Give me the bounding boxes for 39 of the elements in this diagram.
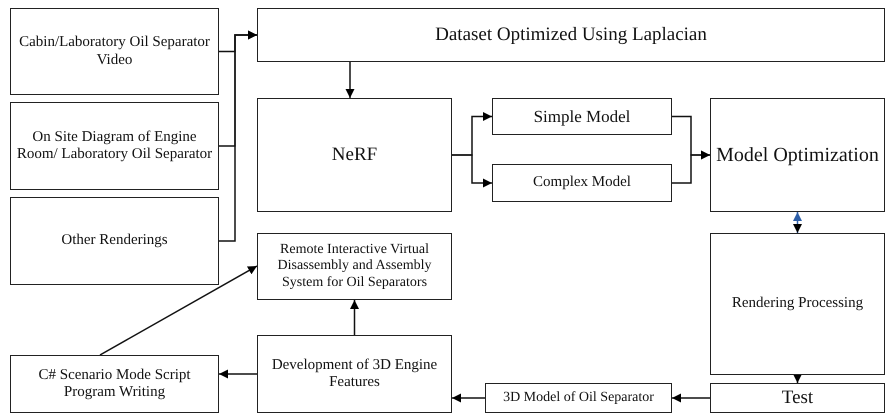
- process-box: [257, 233, 452, 300]
- box-label: Dataset Optimized Using Laplacian: [435, 24, 707, 46]
- process-box: [10, 8, 219, 95]
- arrow: [346, 62, 354, 98]
- box-label: Simple Model: [534, 106, 630, 126]
- box-label: Complex Model: [533, 174, 631, 192]
- process-box: [10, 355, 219, 413]
- arrow: [793, 212, 802, 233]
- box-label: 3D Model of Oil Separator: [503, 390, 654, 406]
- arrow: [452, 394, 485, 402]
- box-label: Test: [782, 387, 814, 409]
- box-label: C# Scenario Mode Script Program Writing: [37, 366, 192, 402]
- arrow: [793, 374, 802, 383]
- process-box: [257, 98, 452, 212]
- process-box: [492, 164, 672, 202]
- process-box: [485, 383, 672, 413]
- box-label: Cabin/Laboratory Oil Separator Video: [18, 34, 211, 69]
- process-box: [257, 335, 452, 413]
- box-label: NeRF: [332, 144, 378, 166]
- process-box: [710, 233, 885, 375]
- arrow: [100, 265, 258, 356]
- arrow: [452, 154, 492, 188]
- process-box: [710, 383, 885, 413]
- process-box: [10, 102, 219, 190]
- box-label: Remote Interactive Virtual Disassembly and Assembly System for Oil Separators: [276, 242, 432, 291]
- box-label: On Site Diagram of Engine Room/ Laboratory Oil Separator: [16, 128, 214, 164]
- process-box: [257, 8, 885, 62]
- arrow: [219, 30, 257, 242]
- box-label: Rendering Processing: [732, 295, 864, 313]
- arrow: [219, 370, 257, 378]
- arrow: [350, 300, 359, 335]
- box-label: Other Renderings: [61, 232, 168, 250]
- arrow: [672, 150, 710, 184]
- box-label: Model Optimization: [716, 144, 879, 166]
- process-box: [10, 197, 219, 285]
- arrow: [672, 394, 710, 402]
- process-box: [492, 98, 672, 135]
- box-label: Development of 3D Engine Features: [270, 356, 438, 392]
- process-box: [710, 98, 885, 212]
